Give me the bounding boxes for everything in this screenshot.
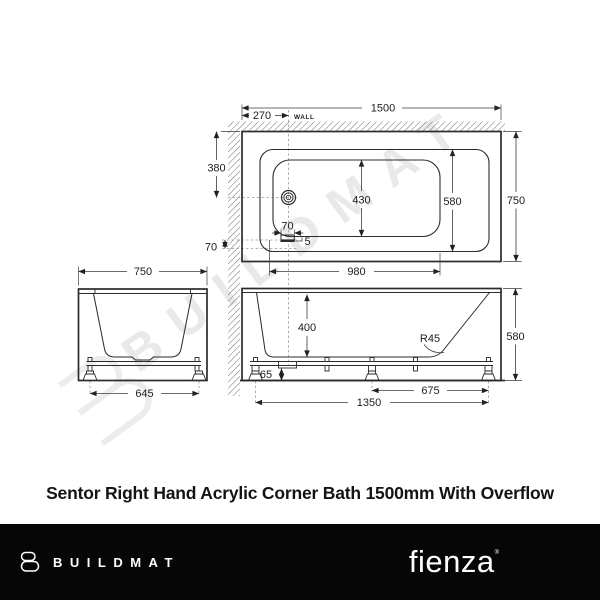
dim-plan-back-offset: 380 bbox=[207, 163, 225, 175]
overflow-slot bbox=[280, 234, 295, 242]
side-dimension-labels: 750 645 bbox=[134, 266, 154, 400]
dim-front-inner-depth: 400 bbox=[298, 322, 316, 334]
dim-side-overall-width: 750 bbox=[134, 266, 152, 278]
buildmat-logo-icon bbox=[20, 551, 40, 572]
buildmat-watermark: BUILDMAT bbox=[57, 92, 482, 447]
side-dimension-lines bbox=[78, 266, 208, 397]
buildmat-wordmark: BUILDMAT bbox=[53, 554, 180, 570]
wall-label: WALL bbox=[294, 114, 315, 121]
footer-bar: BUILDMAT fienza ® bbox=[0, 524, 600, 600]
wall-section bbox=[228, 121, 505, 396]
dim-plan-basin-length: 980 bbox=[347, 266, 365, 278]
dim-front-frame-height: 65 bbox=[260, 369, 272, 381]
side-frame bbox=[86, 357, 201, 372]
wall-hatch-left bbox=[228, 131, 240, 396]
product-title: Sentor Right Hand Acrylic Corner Bath 15… bbox=[46, 483, 554, 503]
technical-drawing: BUILDMAT bbox=[57, 92, 525, 447]
plan-dimension-lines bbox=[213, 104, 522, 276]
front-dimension-lines bbox=[255, 288, 522, 406]
dim-plan-overall-width: 1500 bbox=[371, 103, 395, 115]
dim-plan-inner-width: 430 bbox=[352, 195, 370, 207]
dim-front-feet-spacing-right: 675 bbox=[421, 385, 439, 397]
side-feet bbox=[82, 370, 207, 381]
plan-bath-outline bbox=[241, 130, 502, 263]
side-bath-outline bbox=[77, 288, 208, 382]
plan-dimension-labels: 1500 270 WALL 380 430 580 750 980 70 70 … bbox=[205, 103, 525, 279]
dim-side-feet-spacing: 645 bbox=[135, 388, 153, 400]
dim-front-corner-radius: R45 bbox=[420, 333, 440, 345]
front-view bbox=[240, 287, 505, 382]
wall-hatch-top bbox=[228, 121, 505, 131]
plan-basin-outline bbox=[272, 159, 441, 238]
front-feet bbox=[247, 365, 497, 381]
plan-view bbox=[241, 130, 502, 263]
plan-rim-outline bbox=[259, 148, 490, 253]
drain-waste-icon bbox=[280, 189, 297, 206]
dim-front-overall-height: 580 bbox=[506, 331, 524, 343]
dim-plan-tap-end-offset: 270 bbox=[253, 110, 271, 122]
dim-overflow-height: 5 bbox=[305, 236, 311, 248]
front-basin-profile bbox=[256, 292, 490, 358]
waste-outlet-box bbox=[278, 361, 297, 369]
front-dimension-labels: 400 R45 580 65 675 1350 bbox=[260, 322, 525, 409]
dim-plan-rim-width: 580 bbox=[443, 196, 461, 208]
side-basin-profile bbox=[93, 293, 193, 361]
dim-plan-overall-depth: 750 bbox=[507, 195, 525, 207]
dim-overflow-side-gap: 70 bbox=[205, 242, 217, 254]
front-frame bbox=[250, 357, 493, 372]
dim-front-feet-spacing-outer: 1350 bbox=[357, 397, 381, 409]
fienza-wordmark: fienza bbox=[408, 544, 495, 579]
front-bath-outline bbox=[241, 287, 502, 382]
dim-overflow-width: 70 bbox=[281, 221, 293, 233]
side-view bbox=[77, 288, 208, 382]
fienza-logo: fienza ® bbox=[409, 524, 499, 600]
registered-trademark-icon: ® bbox=[494, 550, 499, 556]
radius-leader-line bbox=[423, 344, 445, 354]
buildmat-logo: BUILDMAT bbox=[19, 524, 180, 600]
